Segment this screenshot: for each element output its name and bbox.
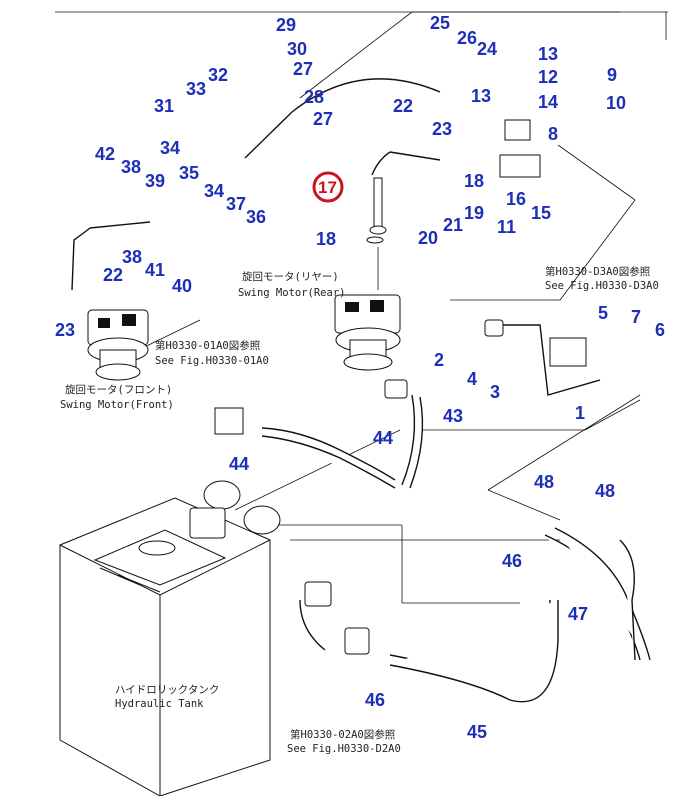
part-number-29: 29 bbox=[276, 15, 296, 35]
part-number-5: 5 bbox=[598, 303, 608, 323]
highlight-circle bbox=[312, 171, 344, 203]
leader-lines bbox=[127, 11, 641, 604]
part-number-27: 27 bbox=[293, 59, 313, 79]
part-number-13: 13 bbox=[538, 44, 558, 64]
hydraulic-tank-caption-en: Hydraulic Tank bbox=[115, 698, 204, 710]
part-number-48: 48 bbox=[595, 481, 615, 501]
part-number-23: 23 bbox=[432, 119, 452, 139]
swing-motor-rear bbox=[334, 294, 401, 371]
part-number-18: 18 bbox=[316, 229, 336, 249]
part-number-13: 13 bbox=[471, 86, 491, 106]
part-number-38: 38 bbox=[122, 247, 142, 267]
swing-motor-rear-caption-jp: 旋回モータ(リヤー) bbox=[242, 270, 339, 283]
part-number-30: 30 bbox=[287, 39, 307, 59]
part-number-19: 19 bbox=[464, 203, 484, 223]
part-number-9: 9 bbox=[607, 65, 617, 85]
see-fig-d3a0-caption-en: See Fig.H0330-D3A0 bbox=[545, 280, 659, 292]
valve-blocks bbox=[214, 119, 587, 435]
part-number-32: 32 bbox=[208, 65, 228, 85]
part-number-10: 10 bbox=[606, 93, 626, 113]
see-fig-d2a0-caption-en: See Fig.H0330-D2A0 bbox=[287, 743, 401, 755]
part-number-26: 26 bbox=[457, 28, 477, 48]
part-number-44: 44 bbox=[229, 454, 249, 474]
part-number-21: 21 bbox=[443, 215, 463, 235]
filter-adapters bbox=[304, 379, 408, 655]
part-number-41: 41 bbox=[145, 260, 165, 280]
part-number-38: 38 bbox=[121, 157, 141, 177]
part-number-14: 14 bbox=[538, 92, 558, 112]
part-number-labels: 29 30 27 28 27 32 33 31 34 35 34 37 36 4… bbox=[55, 13, 665, 742]
see-fig-01a0-caption-en: See Fig.H0330-01A0 bbox=[155, 355, 269, 367]
see-fig-01a0-caption-jp: 第H0330-01A0図参照 bbox=[155, 339, 261, 352]
hydraulic-tank-caption-jp: ハイドロリックタンク bbox=[115, 684, 219, 696]
part-number-39: 39 bbox=[145, 171, 165, 191]
part-number-24: 24 bbox=[477, 39, 497, 59]
part-number-45: 45 bbox=[467, 722, 487, 742]
part-number-25: 25 bbox=[430, 13, 450, 33]
part-number-15: 15 bbox=[531, 203, 551, 223]
part-number-17-highlighted: 17 bbox=[318, 178, 337, 197]
swing-motor-rear-caption-en: Swing Motor(Rear) bbox=[238, 287, 345, 299]
bolt-17 bbox=[366, 177, 387, 244]
swing-motor-front bbox=[87, 309, 149, 381]
part-number-11: 11 bbox=[497, 217, 516, 237]
part-number-2: 2 bbox=[434, 350, 444, 370]
part-number-1: 1 bbox=[575, 403, 585, 423]
part-number-28: 28 bbox=[304, 87, 324, 107]
part-number-42: 42 bbox=[95, 144, 115, 164]
part-number-18: 18 bbox=[464, 171, 484, 191]
part-number-33: 33 bbox=[186, 79, 206, 99]
part-number-7: 7 bbox=[631, 307, 641, 327]
part-number-36: 36 bbox=[246, 207, 266, 227]
see-fig-d3a0-caption-jp: 第H0330-D3A0図参照 bbox=[545, 265, 651, 278]
part-number-46: 46 bbox=[502, 551, 522, 571]
part-number-31: 31 bbox=[154, 96, 174, 116]
part-number-12: 12 bbox=[538, 67, 558, 87]
part-number-34: 34 bbox=[160, 138, 180, 158]
part-number-22: 22 bbox=[393, 96, 413, 116]
part-number-23: 23 bbox=[55, 320, 75, 340]
part-number-22: 22 bbox=[103, 265, 123, 285]
part-number-47: 47 bbox=[568, 604, 588, 624]
swing-motor-front-caption-jp: 旋回モータ(フロント) bbox=[65, 383, 172, 396]
part-number-8: 8 bbox=[548, 124, 558, 144]
part-number-20: 20 bbox=[418, 228, 438, 248]
part-number-48: 48 bbox=[534, 472, 554, 492]
part-number-40: 40 bbox=[172, 276, 192, 296]
part-number-44: 44 bbox=[373, 428, 393, 448]
frame-lines bbox=[55, 11, 668, 40]
part-number-16: 16 bbox=[506, 189, 526, 209]
part-number-35: 35 bbox=[179, 163, 199, 183]
part-number-3: 3 bbox=[490, 382, 500, 402]
part-number-37: 37 bbox=[226, 194, 246, 214]
part-number-6: 6 bbox=[655, 320, 665, 340]
part-number-43: 43 bbox=[443, 406, 463, 426]
hydraulic-tank bbox=[59, 480, 281, 796]
part-number-27: 27 bbox=[313, 109, 333, 129]
part-number-34: 34 bbox=[204, 181, 224, 201]
see-fig-d2a0-caption-jp: 第H0330-02A0図参照 bbox=[290, 728, 396, 741]
part-number-46: 46 bbox=[365, 690, 385, 710]
captions: 旋回モータ(リヤー) Swing Motor(Rear) 旋回モータ(フロント)… bbox=[60, 265, 659, 755]
swing-motor-front-caption-en: Swing Motor(Front) bbox=[60, 399, 174, 411]
hoses bbox=[71, 78, 651, 703]
part-number-4: 4 bbox=[467, 369, 477, 389]
